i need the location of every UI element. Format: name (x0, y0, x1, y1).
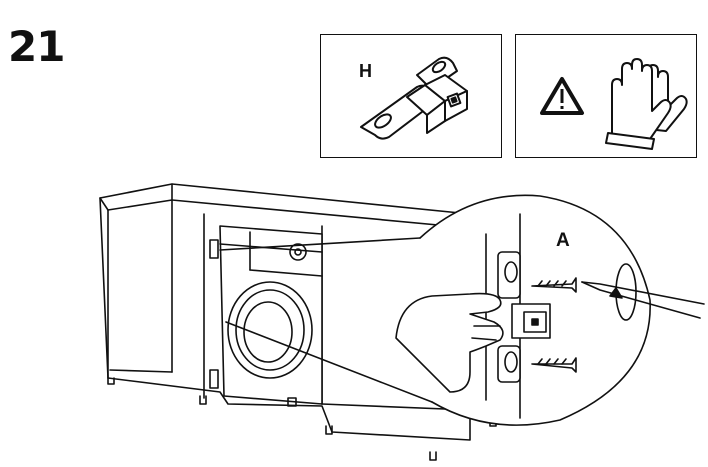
hardware-panel: H (320, 34, 502, 158)
detail-callout (219, 194, 705, 426)
warning-triangle-icon (540, 77, 584, 115)
step-number: 21 (8, 22, 65, 71)
washing-machine (209, 225, 323, 407)
callout-label: A (556, 230, 570, 251)
hardware-label: H (359, 61, 372, 81)
safety-panel (515, 34, 697, 158)
gloves-icon (605, 58, 688, 150)
hinge-bracket-icon (360, 56, 468, 140)
